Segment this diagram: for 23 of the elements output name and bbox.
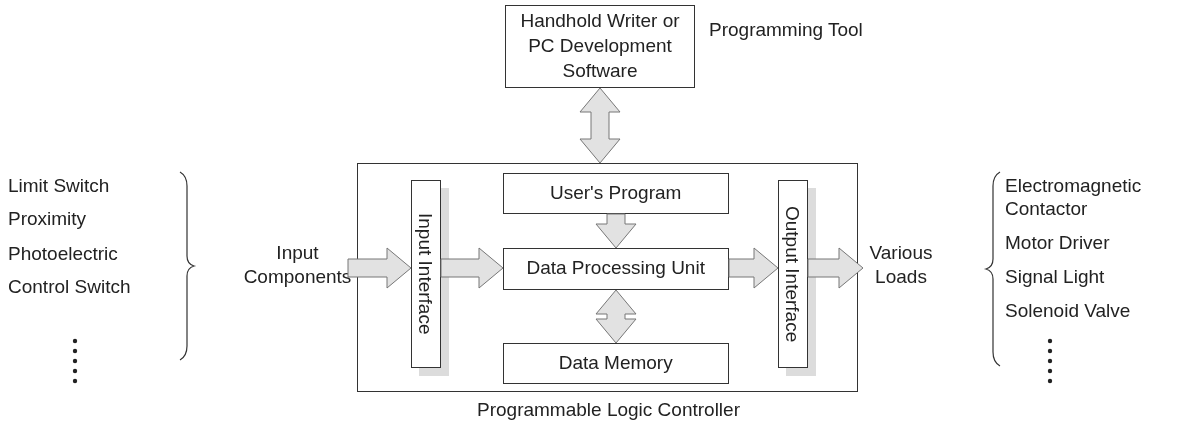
block-arrow: [807, 247, 864, 289]
list-item: Signal Light: [1005, 266, 1105, 289]
block-arrow: [347, 247, 412, 289]
list-item: Control Switch: [8, 276, 131, 299]
node-label: Input Components: [243, 241, 352, 289]
side-label: Programming Tool: [709, 19, 863, 42]
block-arrow: [728, 247, 779, 289]
block-arrow: [595, 289, 637, 344]
list-item: Electromagnetic Contactor: [1005, 175, 1143, 221]
list-item: Limit Switch: [8, 175, 110, 198]
block-arrow: [595, 213, 637, 249]
process-box: User's Program: [502, 172, 729, 214]
list-item: Proximity: [8, 208, 87, 231]
block-arrow: [440, 247, 504, 289]
list-item: Photoelectric: [8, 243, 118, 266]
process-box: Data Memory: [502, 342, 729, 384]
process-box: Data Processing Unit: [502, 247, 729, 290]
process-box: Handhold Writer or PC Development Software: [505, 5, 695, 88]
list-item: Motor Driver: [1005, 232, 1110, 255]
list-item: Solenoid Valve: [1005, 300, 1131, 323]
node-label: Programmable Logic Controller: [476, 399, 741, 422]
block-arrow: [579, 87, 621, 164]
node-label: Various Loads: [868, 241, 934, 289]
